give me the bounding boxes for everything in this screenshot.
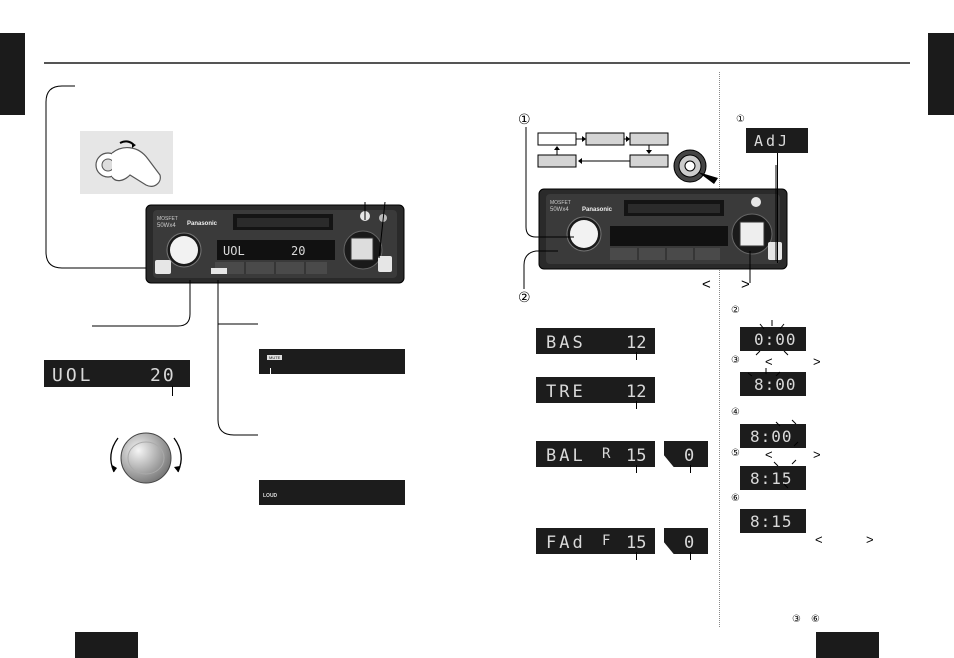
adjust-lt-bracket: < [702, 276, 711, 293]
volume-display-label: UOL [52, 365, 94, 386]
car-stereo-front-left: MOSFET 50Wx4 Panasonic UOL 20 [145, 204, 405, 284]
flashing-indicator-icon [747, 320, 799, 489]
fader-display-side: F [602, 533, 610, 549]
mute-loud-callout-line [217, 280, 258, 436]
clock-step5-gt: > [813, 447, 821, 462]
fader-alt-pointer [690, 552, 691, 560]
fader-display-label: FAd [546, 533, 586, 553]
center-unit-callout-lines [523, 127, 777, 289]
svg-text:MOSFET: MOSFET [550, 200, 571, 206]
key-icon [95, 140, 161, 187]
clock-final-gt: > [866, 532, 874, 547]
treble-value-pointer [636, 401, 637, 409]
clock-step-3-marker: ③ [731, 355, 740, 366]
unit-left-display-label: UOL [223, 244, 245, 258]
balance-alt-value: 0 [684, 446, 694, 466]
bass-display-value: 12 [626, 333, 646, 353]
unit-left-display-value: 20 [291, 244, 305, 258]
balance-alt-display: 0 [664, 441, 708, 467]
clock-display-step2: 0:00 [740, 327, 806, 351]
clock-step-1-marker: ① [736, 114, 745, 125]
mute-indicator-label: MUTE [267, 355, 283, 360]
svg-text:Panasonic: Panasonic [582, 207, 613, 213]
unit-left-display: UOL 20 [217, 240, 335, 260]
fader-value-pointer [636, 552, 637, 560]
volume-value-pointer [172, 386, 173, 396]
bass-value-pointer [636, 352, 637, 360]
volume-knob-icon [110, 432, 182, 484]
treble-display-value: 12 [626, 382, 646, 402]
svg-text:MOSFET: MOSFET [157, 216, 178, 222]
clock-display-step4: 8:00 [740, 424, 806, 448]
clock-display-step6: 8:15 [740, 509, 806, 533]
bass-display: BAS 12 [536, 328, 655, 354]
volume-display: UOL 20 [44, 360, 190, 387]
fader-alt-display: 0 [664, 528, 708, 554]
balance-display-side: R [602, 446, 611, 462]
adjust-display-label: AdJ [754, 132, 790, 150]
balance-display-label: BAL [546, 446, 586, 466]
svg-text:50Wx4: 50Wx4 [550, 207, 569, 213]
mute-indicator-display: MUTE [259, 349, 405, 374]
clock-step-5-marker: ⑤ [731, 448, 740, 459]
fader-display-value: 15 [626, 533, 646, 553]
clock-step5-value: 8:15 [750, 469, 793, 488]
balance-display: BAL R 15 [536, 441, 655, 467]
fader-display: FAd F 15 [536, 528, 655, 554]
volume-callout-line [92, 280, 191, 327]
clock-final-lt: < [815, 532, 823, 547]
clock-step2-value: 0:00 [754, 330, 797, 349]
header-rule [44, 62, 910, 64]
note-step-to: ⑥ [811, 614, 820, 625]
mute-indicator-pointer [270, 368, 271, 376]
clock-step5-lt: < [765, 447, 773, 462]
adjust-gt-bracket: > [741, 276, 750, 293]
hand-key-illustration [80, 131, 173, 194]
clock-step3-gt: > [813, 354, 821, 369]
adjust-pointer-line [777, 153, 778, 263]
car-stereo-front-center: MOSFET 50Wx4 Panasonic [538, 188, 788, 270]
page-number-right [816, 632, 879, 658]
right-page-tab [928, 33, 954, 115]
audio-mode-flow-diagram [537, 132, 669, 168]
clock-step3-value: 8:00 [754, 375, 797, 394]
press-knob-icon [673, 149, 718, 184]
fader-alt-value: 0 [684, 533, 694, 553]
loud-indicator-label: LOUD [263, 493, 278, 499]
page-number-left [75, 632, 138, 658]
clock-step-6-marker: ⑥ [731, 493, 740, 504]
svg-text:50Wx4: 50Wx4 [157, 223, 176, 229]
adjust-display: AdJ [746, 128, 808, 153]
clock-display-step3: 8:00 [740, 372, 806, 396]
clock-step-2-marker: ② [731, 305, 740, 316]
clock-display-step5: 8:15 [740, 466, 806, 490]
button-callout-lines [364, 201, 386, 259]
left-page-tab [0, 33, 25, 115]
section-divider [719, 72, 720, 627]
note-step-from: ③ [792, 614, 801, 625]
treble-display-label: TRE [546, 382, 586, 402]
bass-display-label: BAS [546, 333, 586, 353]
clock-step4-value: 8:00 [750, 427, 793, 446]
treble-display: TRE 12 [536, 377, 655, 403]
power-callout-line [45, 85, 158, 269]
balance-display-value: 15 [626, 446, 646, 466]
clock-step6-value: 8:15 [750, 512, 793, 531]
clock-step3-lt: < [765, 354, 773, 369]
step-2-marker: ② [518, 290, 531, 306]
clock-step-4-marker: ④ [731, 407, 740, 418]
loud-indicator-display: LOUD [259, 480, 405, 505]
balance-alt-pointer [690, 465, 691, 473]
brand-logo: Panasonic [187, 221, 218, 227]
step-1-marker: ① [518, 112, 531, 128]
volume-display-value: 20 [150, 365, 176, 386]
balance-value-pointer [636, 465, 637, 473]
